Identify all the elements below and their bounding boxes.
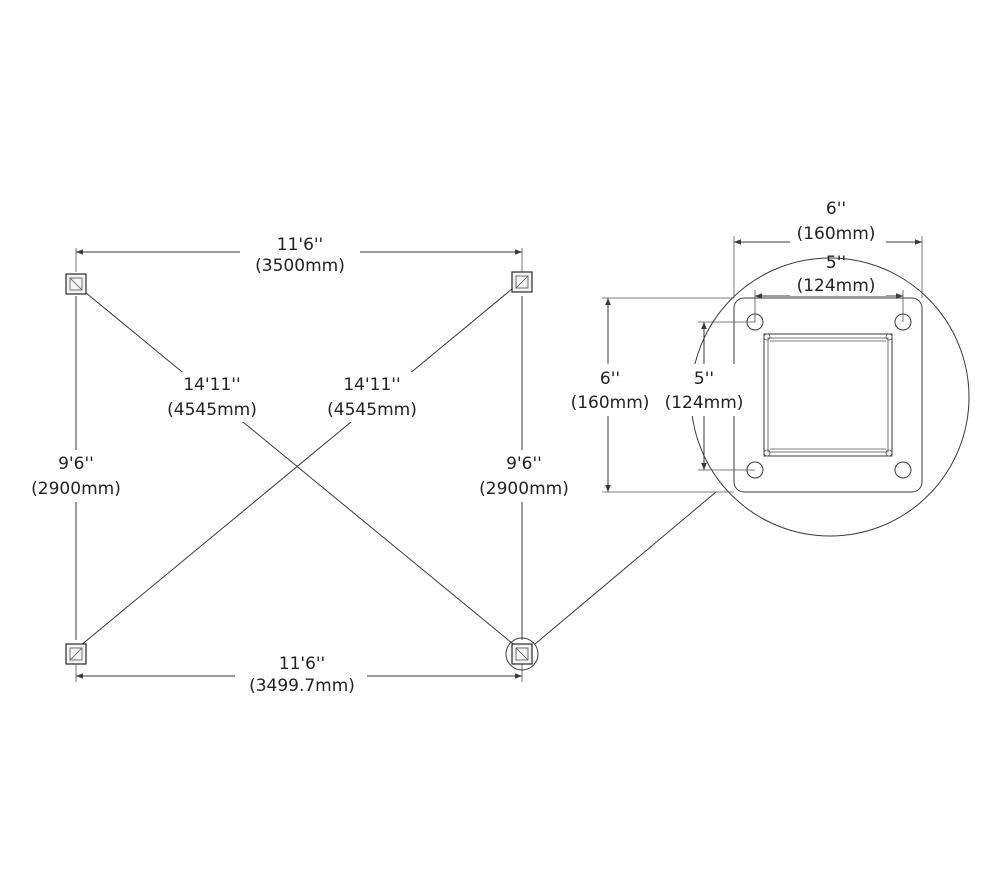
hole-spacing-width-in: 5'' bbox=[826, 253, 846, 273]
left-height-mm: (2900mm) bbox=[31, 479, 121, 499]
bolt-hole-bottom-right bbox=[894, 461, 912, 479]
hole-spacing-width-dimension: 5'' (124mm) bbox=[754, 253, 904, 322]
right-height-dimension: 9'6'' (2900mm) bbox=[470, 296, 578, 640]
hole-spacing-width-mm: (124mm) bbox=[797, 276, 876, 296]
plate-width-dimension: 6'' (160mm) bbox=[733, 199, 923, 298]
diagonal-dimensions: 14'11'' (4545mm) 14'11'' (4545mm) bbox=[79, 283, 519, 649]
hole-spacing-height-mm: (124mm) bbox=[665, 393, 744, 413]
base-plate bbox=[733, 297, 923, 493]
hole-spacing-height-in: 5'' bbox=[694, 369, 714, 389]
post-top-right bbox=[511, 271, 533, 293]
bottom-width-dimension: 11'6'' (3499.7mm) bbox=[75, 653, 523, 699]
plate-height-dimension: 6'' (160mm) bbox=[566, 297, 734, 493]
left-height-dimension: 9'6'' (2900mm) bbox=[22, 296, 130, 640]
hole-spacing-height-dimension: 5'' (124mm) bbox=[660, 321, 755, 471]
square-tube bbox=[763, 333, 893, 457]
post-layout: 11'6'' (3500mm) 11'6'' (3499.7mm) 9'6'' … bbox=[22, 235, 578, 699]
bottom-width-ft: 11'6'' bbox=[279, 654, 325, 674]
diagonal-2-mm: (4545mm) bbox=[327, 400, 417, 420]
plate-width-in: 6'' bbox=[826, 199, 846, 219]
detail-leader-line bbox=[534, 491, 717, 645]
top-width-mm: (3500mm) bbox=[255, 256, 345, 276]
post-top-left bbox=[65, 273, 87, 295]
top-width-dimension: 11'6'' (3500mm) bbox=[75, 235, 523, 284]
plate-height-mm: (160mm) bbox=[571, 393, 650, 413]
right-height-ft: 9'6'' bbox=[506, 454, 542, 474]
base-plate-detail: 6'' (160mm) 5'' (124mm) 6'' (160mm) bbox=[566, 199, 970, 537]
top-width-ft: 11'6'' bbox=[277, 235, 323, 255]
left-height-ft: 9'6'' bbox=[58, 454, 94, 474]
diagonal-1-ft: 14'11'' bbox=[183, 375, 240, 395]
diagonal-1-mm: (4545mm) bbox=[167, 400, 257, 420]
bottom-width-mm: (3499.7mm) bbox=[249, 676, 355, 696]
diagonal-2-ft: 14'11'' bbox=[343, 375, 400, 395]
post-bottom-right bbox=[505, 637, 539, 671]
plate-width-mm: (160mm) bbox=[797, 224, 876, 244]
right-height-mm: (2900mm) bbox=[479, 479, 569, 499]
plate-height-in: 6'' bbox=[600, 369, 620, 389]
post-bottom-left bbox=[65, 643, 87, 665]
